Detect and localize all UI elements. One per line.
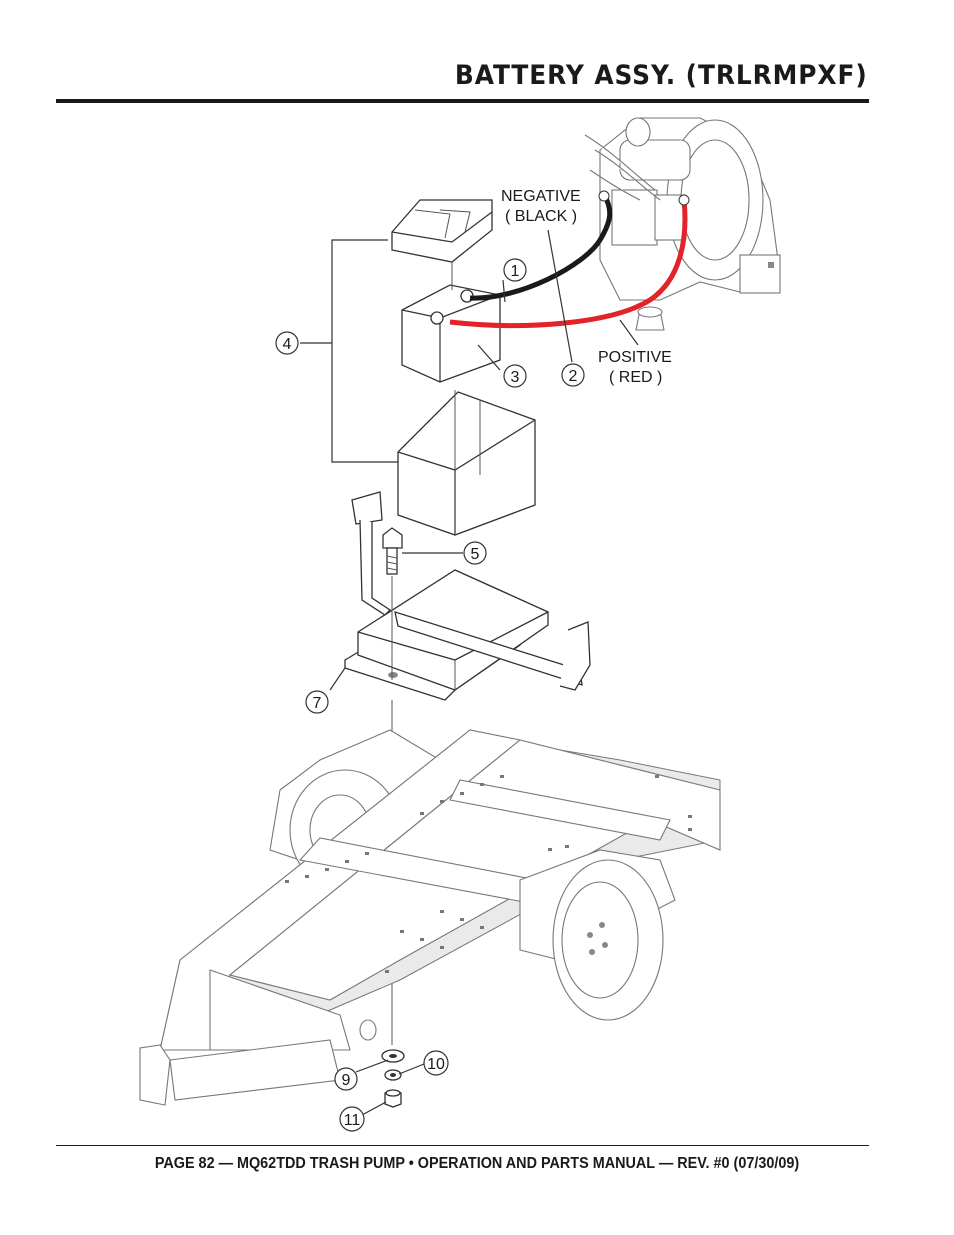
callout-9: 9 <box>334 1067 358 1091</box>
battery <box>401 284 501 383</box>
lock-washer <box>384 1069 402 1081</box>
callout-1-leader <box>502 279 506 303</box>
engine-starter-illustration <box>584 117 781 331</box>
callout-10-leader <box>398 1063 425 1075</box>
negative-color-label: ( BLACK ) <box>505 208 577 225</box>
svg-text:1: 1 <box>511 263 520 280</box>
callout-11-leader <box>361 1101 387 1116</box>
svg-text:5: 5 <box>471 546 480 563</box>
callout-3-leader <box>477 344 501 371</box>
positive-label-leader <box>619 319 639 346</box>
hold-down-strap <box>351 491 392 616</box>
trailer-illustration <box>139 729 721 1106</box>
svg-text:10: 10 <box>427 1056 445 1073</box>
negative-cable <box>469 194 613 301</box>
callout-4-bracket <box>331 239 398 463</box>
positive-color-label: ( RED ) <box>609 369 662 386</box>
page-title: BATTERY ASSY. (TRLRMPXF) <box>455 60 868 91</box>
positive-terminal <box>678 194 690 206</box>
callout-2-leader <box>547 229 573 363</box>
svg-text:11: 11 <box>344 1112 361 1129</box>
callout-4: 4 <box>275 331 299 355</box>
bolt <box>382 527 403 575</box>
battery-box <box>397 391 536 536</box>
battery-tray <box>344 569 591 701</box>
positive-label: POSITIVE <box>598 349 672 366</box>
callout-1: 1 <box>503 258 527 282</box>
svg-text:4: 4 <box>283 336 292 353</box>
battery-cover <box>391 199 493 263</box>
hex-nut <box>384 1089 402 1108</box>
callout-9-leader <box>355 1059 389 1073</box>
svg-text:2: 2 <box>569 368 578 385</box>
callout-11: 11 <box>339 1106 365 1132</box>
positive-cable <box>449 199 688 328</box>
callout-3: 3 <box>503 364 527 388</box>
page-footer: PAGE 82 — MQ62TDD TRASH PUMP • OPERATION… <box>154 1155 800 1172</box>
svg-text:9: 9 <box>342 1072 351 1089</box>
callout-7: 7 <box>305 690 329 714</box>
callout-10: 10 <box>423 1050 449 1076</box>
svg-text:7: 7 <box>313 695 322 712</box>
flat-washer <box>381 1049 405 1063</box>
callout-7-leader <box>329 667 346 691</box>
footer-divider <box>56 1145 869 1146</box>
callout-5: 5 <box>463 541 487 565</box>
negative-terminal <box>598 190 610 202</box>
callout-2: 2 <box>561 363 585 387</box>
header-divider <box>56 99 869 103</box>
negative-label: NEGATIVE <box>501 188 581 205</box>
svg-text:3: 3 <box>511 369 520 386</box>
